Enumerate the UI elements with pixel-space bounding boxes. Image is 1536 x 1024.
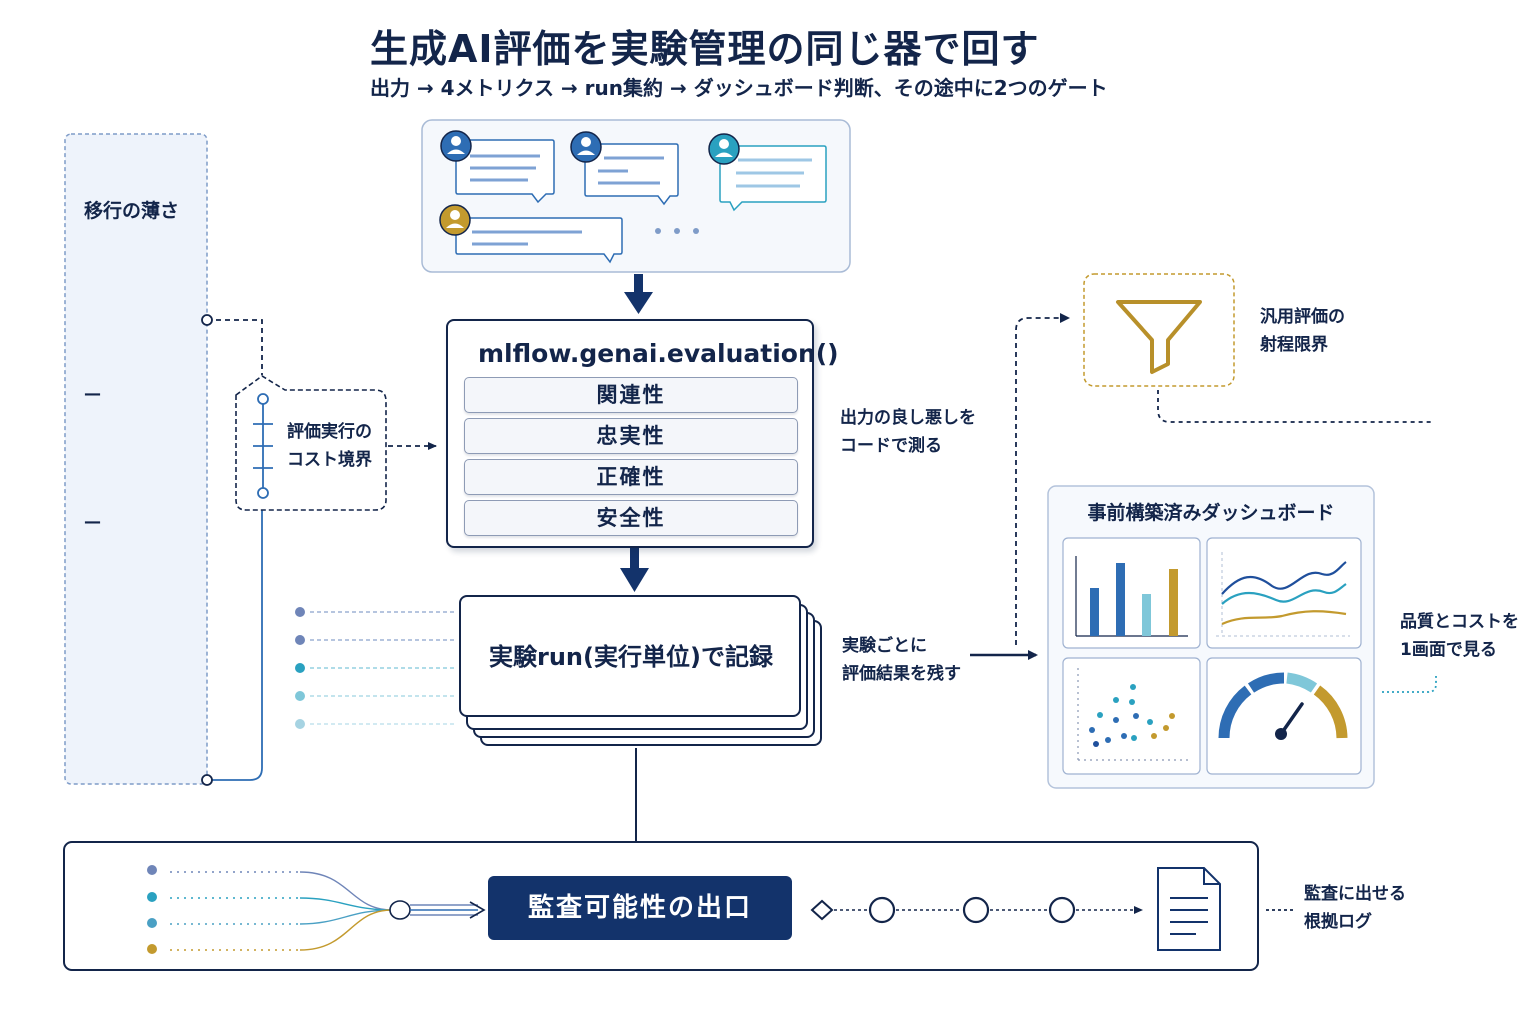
cost-gate-scale-top <box>257 393 269 405</box>
document-icon <box>1157 867 1221 951</box>
user-avatar-icon <box>439 204 471 236</box>
evaluation-box: mlflow.genai.evaluation() 関連性 忠実性 正確性 安全… <box>446 319 839 548</box>
dashboard-note-connector <box>1382 676 1437 693</box>
metric-correctness: 正確性 <box>464 459 798 495</box>
user-avatar-icon <box>708 133 740 165</box>
filter-gate-label: 汎用評価の 射程限界 <box>1260 307 1345 355</box>
page-subtitle: 出力 → 4メトリクス → run集約 → ダッシュボード判断、その途中に2つの… <box>370 76 1108 100</box>
metric-relevance: 関連性 <box>464 377 798 413</box>
more-ellipsis-icon <box>655 228 699 234</box>
left-panel-bottom-connector <box>207 510 263 781</box>
cost-gate-label: 評価実行の コスト境界 <box>287 422 372 470</box>
audit-exit-button: 監査可能性の出口 <box>488 876 792 940</box>
scatter-chart-icon <box>1077 668 1190 761</box>
flow-arrow-down <box>620 548 649 592</box>
bar-chart-icon <box>1075 556 1188 637</box>
funnel-icon <box>1116 300 1202 374</box>
left-panel-bottom-node <box>201 774 213 786</box>
line-chart-icon <box>1216 552 1350 637</box>
flow-arrow-down <box>624 274 653 314</box>
evaluation-note: 出力の良し悪しを コードで測る <box>840 408 976 456</box>
bar-chart-tile <box>1062 537 1201 649</box>
run-label: 実験run(実行単位)で記録 <box>489 643 773 671</box>
left-panel-top-node <box>201 314 213 326</box>
run-card: 実験run(実行単位)で記録 <box>459 595 801 717</box>
audit-input-lines <box>147 865 486 954</box>
page-title: 生成AI評価を実験管理の同じ器で回す <box>370 27 1040 71</box>
left-panel-tick: — <box>84 512 101 532</box>
evaluation-function-label: mlflow.genai.evaluation() <box>478 339 839 368</box>
audit-note: 監査に出せる 根拠ログ <box>1304 884 1406 932</box>
user-avatar-icon <box>570 131 602 163</box>
left-panel-top-connector <box>207 319 263 375</box>
gauge-icon <box>1218 672 1348 740</box>
left-panel <box>64 133 208 785</box>
to-filter-connector <box>1015 313 1070 645</box>
audit-trail <box>810 896 1143 924</box>
left-panel-title: 移行の薄さ <box>84 200 180 222</box>
run-note: 実験ごとに 評価結果を残す <box>842 636 961 684</box>
dashboard-note: 品質とコストを 1画面で見る <box>1400 612 1519 660</box>
cost-gate-tag <box>235 375 387 511</box>
chat-bubble <box>455 217 623 264</box>
filter-gate-trail <box>1157 390 1434 423</box>
metric-faithfulness: 忠実性 <box>464 418 798 454</box>
line-chart-tile <box>1206 537 1362 649</box>
cost-gate-scale-bottom <box>257 487 269 499</box>
metric-safety: 安全性 <box>464 500 798 536</box>
dashboard-title: 事前構築済みダッシュボード <box>1087 502 1335 524</box>
user-avatar-icon <box>440 130 472 162</box>
left-panel-tick: — <box>84 384 101 404</box>
scatter-chart-tile <box>1062 657 1201 775</box>
run-input-lines <box>295 607 455 729</box>
chat-bubble <box>719 145 827 212</box>
